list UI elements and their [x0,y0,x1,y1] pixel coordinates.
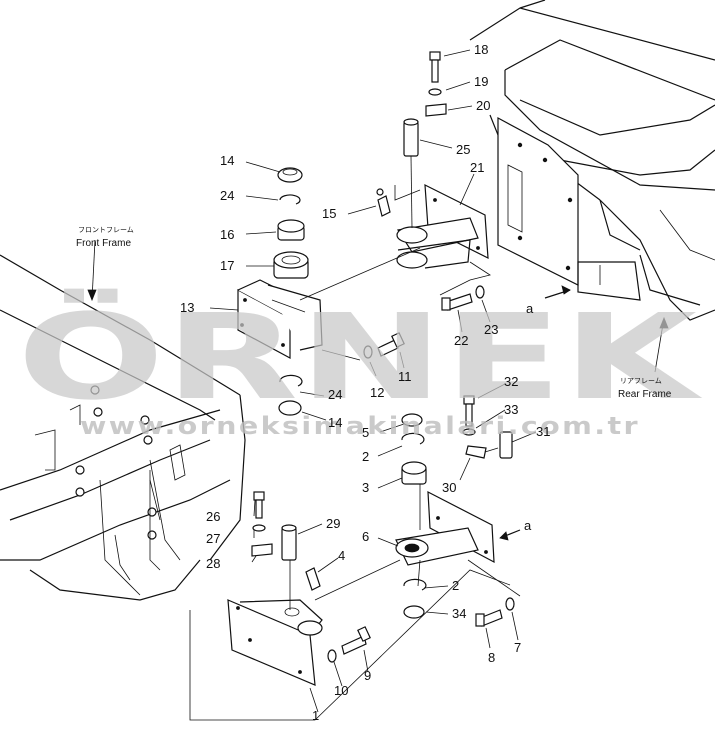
callout-12: 12 [370,385,384,400]
callout-10: 10 [334,683,348,698]
watermark-url: www.orneksimakinalari.com.tr [80,412,640,440]
rear-frame [469,0,715,321]
front-bracket-13 [237,279,323,360]
lower-bracket-1 [227,599,323,686]
callout-5: 5 [362,425,369,440]
callout-27: 27 [206,531,220,546]
callout-3: 3 [362,480,369,495]
callout-30: 30 [442,480,456,495]
callout-15: 15 [322,206,336,221]
callout-21: 21 [470,160,484,175]
callouts: 14 24 16 17 13 24 14 12 11 15 18 19 20 2… [180,42,550,723]
callout-13: 13 [180,300,194,315]
callout-31: 31 [536,424,550,439]
callout-29: 29 [326,516,340,531]
callout-7: 7 [514,640,521,655]
callout-34: 34 [452,606,466,621]
callout-14-top: 14 [220,153,234,168]
callout-9: 9 [364,668,371,683]
arrow-a-upper-label: a [526,301,534,316]
callout-18: 18 [474,42,488,57]
frame-labels: フロントフレーム Front Frame リアフレーム Rear Frame a… [76,226,672,533]
callout-8: 8 [488,650,495,665]
callout-32: 32 [504,374,518,389]
callout-2-bottom: 2 [452,578,459,593]
callout-24-bottom: 24 [328,387,342,402]
callout-24-top: 24 [220,188,234,203]
leader-lines [87,49,669,721]
arrow-a-lower-label: a [524,518,532,533]
callout-17: 17 [220,258,234,273]
callout-14-bottom: 14 [328,415,342,430]
front-frame [0,254,246,601]
rear-bracket-21 [396,183,489,269]
front-frame-label-jp: フロントフレーム [78,226,134,234]
rear-bracket-6 [395,490,495,566]
front-frame-label: Front Frame [76,238,131,249]
callout-19: 19 [474,74,488,89]
callout-23: 23 [484,322,498,337]
watermark-brand: ÖRNEK [17,288,704,426]
callout-26: 26 [206,509,220,524]
callout-22: 22 [454,333,468,348]
callout-4: 4 [338,548,345,563]
callout-28: 28 [206,556,220,571]
callout-11: 11 [398,369,412,384]
rear-frame-label-jp: リアフレーム [620,377,662,385]
callout-25: 25 [456,142,470,157]
watermark: ÖRNEK www.orneksimakinalari.com.tr [17,288,704,440]
callout-33: 33 [504,402,518,417]
callout-20: 20 [476,98,490,113]
rear-frame-label: Rear Frame [618,389,672,400]
callout-6: 6 [362,529,369,544]
callout-2-top: 2 [362,449,369,464]
callout-16: 16 [220,227,234,242]
small-parts [251,51,515,663]
callout-1: 1 [312,708,319,723]
